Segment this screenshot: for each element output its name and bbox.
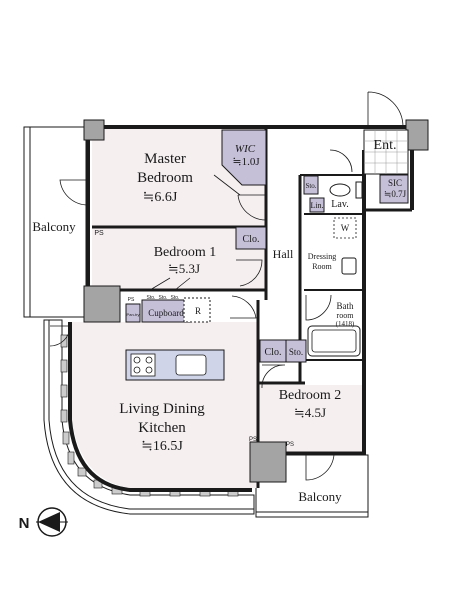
hall-name: Hall xyxy=(273,247,294,261)
closets xyxy=(125,129,409,363)
curved-balcony xyxy=(43,319,255,515)
pantry-label: Pan-try xyxy=(127,312,140,317)
north-compass: N xyxy=(19,507,68,537)
clo-label-2: Clo. xyxy=(265,347,282,358)
ldk-name-1: Living Dining xyxy=(119,401,205,417)
sto-label-b: Sto. xyxy=(159,295,168,301)
sto-label-a: Sto. xyxy=(147,295,156,301)
lav-name: Lav. xyxy=(331,199,348,210)
cupboard-label: Cupboard xyxy=(148,308,184,318)
room-labels: Master Bedroom ≒6.6J WIC ≒1.0J Bedroom 1… xyxy=(32,138,406,504)
dressing-line2: Room xyxy=(312,262,332,271)
sic-name: SIC xyxy=(388,178,402,188)
wic-name: WIC xyxy=(235,143,256,155)
clo-label-1: Clo. xyxy=(243,234,260,245)
entrance-floor xyxy=(363,129,409,175)
bedroom2-size: ≒4.5J xyxy=(294,405,326,420)
bath-line2: room xyxy=(337,311,355,320)
sto-label-2: Sto. xyxy=(289,347,303,357)
door-swings xyxy=(49,91,404,481)
sto-label-1: Sto. xyxy=(305,182,316,190)
balcony-west-name: Balcony xyxy=(32,219,76,234)
ent-name: Ent. xyxy=(374,138,397,153)
balcony-south-name: Balcony xyxy=(298,489,342,504)
lin-label: Lin. xyxy=(310,201,323,210)
columns xyxy=(83,119,429,483)
master-bedroom-name-2: Bedroom xyxy=(137,170,193,186)
ldk-name-2: Kitchen xyxy=(138,420,186,436)
master-bedroom-size: ≒6.6J xyxy=(143,190,178,205)
ps-label-2: PS xyxy=(128,297,135,303)
compass-north-letter: N xyxy=(19,515,30,532)
wic-size: ≒1.0J xyxy=(232,156,260,168)
bedroom2-name: Bedroom 2 xyxy=(279,388,342,403)
ldk-size: ≒16.5J xyxy=(141,439,183,454)
ps-label-3: PS xyxy=(249,437,257,443)
refrigerator-label: R xyxy=(195,306,201,316)
bathroom-fixtures xyxy=(183,181,363,357)
sic-size: ≒0.7J xyxy=(384,189,407,199)
ps-label-1: PS xyxy=(94,230,104,237)
small-labels: Clo. Clo. Sto. Sto. Sto. Sto. Sto. Lin. … xyxy=(94,182,349,448)
walls xyxy=(68,125,415,492)
west-balcony xyxy=(23,126,87,318)
dressing-line1: Dressing xyxy=(308,252,336,261)
bedroom1-size: ≒5.3J xyxy=(168,261,200,276)
bath-line3: (1418) xyxy=(336,320,355,328)
bath-line1: Bath xyxy=(337,301,354,311)
ps-label-4: PS xyxy=(286,442,294,448)
bedroom1-name: Bedroom 1 xyxy=(154,245,217,260)
sto-label-c: Sto. xyxy=(171,295,180,301)
washer-label: W xyxy=(341,223,350,233)
master-bedroom-name-1: Master xyxy=(144,151,186,167)
kitchen-counter xyxy=(125,349,225,381)
